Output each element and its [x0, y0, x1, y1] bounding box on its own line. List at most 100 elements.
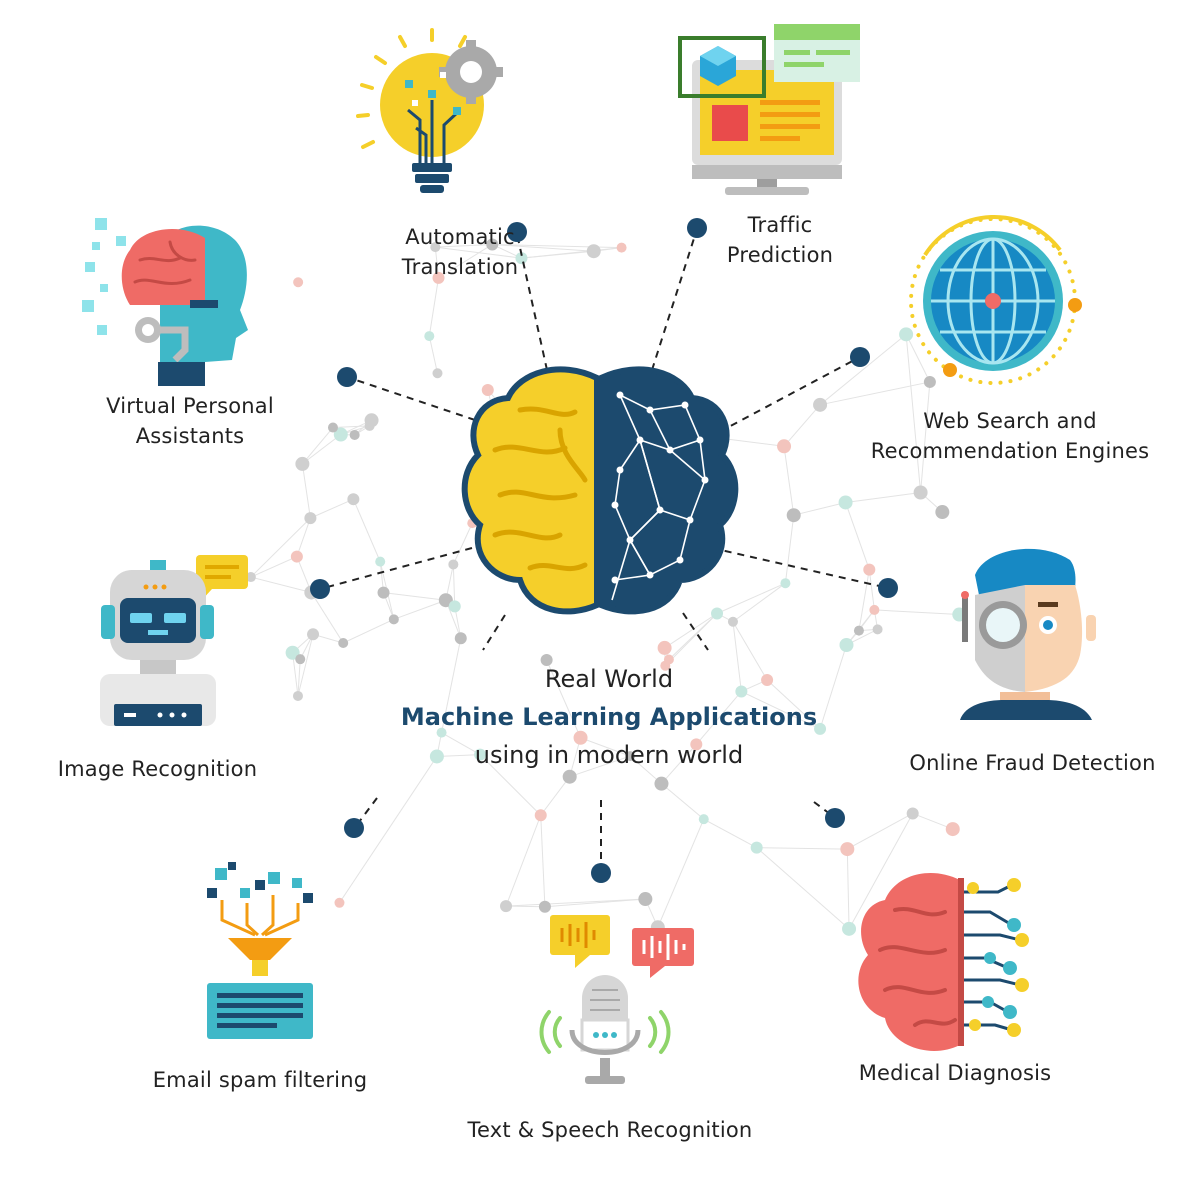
mesh-line: [428, 277, 440, 337]
label-web-search: Web Search and Recommendation Engines: [855, 406, 1165, 466]
mesh-dot: [839, 637, 854, 652]
node-dot: [878, 578, 898, 598]
mesh-dot: [290, 550, 303, 563]
mesh-line: [250, 517, 311, 578]
mesh-dot: [375, 556, 386, 567]
label-line: Prediction: [726, 243, 834, 267]
mesh-dot: [430, 242, 441, 253]
mesh-dot: [899, 327, 914, 342]
mesh-dot: [307, 628, 320, 641]
mesh-dot: [698, 814, 709, 825]
mesh-dot: [869, 604, 880, 615]
mesh-dot: [935, 505, 950, 520]
mesh-dot: [347, 493, 360, 506]
mesh-dot: [285, 645, 300, 660]
mesh-dot: [562, 769, 577, 784]
mesh-dot: [540, 654, 553, 667]
mesh-line: [342, 618, 395, 644]
mesh-line: [479, 754, 542, 816]
mesh-dot: [735, 685, 748, 698]
mesh-line: [569, 755, 631, 778]
mesh-line: [452, 522, 473, 565]
mesh-line: [732, 621, 768, 681]
mesh-dot: [432, 368, 443, 379]
lightbulb-gear-icon: [356, 28, 503, 193]
mesh-dot: [586, 244, 601, 259]
mesh-line: [352, 498, 381, 562]
microphone-icon: [539, 915, 694, 1084]
mesh-dot: [625, 751, 636, 762]
mesh-line: [540, 815, 546, 907]
mesh-dot: [424, 331, 435, 342]
mesh-dot: [500, 900, 513, 913]
mesh-dot: [377, 586, 390, 599]
data-funnel-icon: [207, 862, 313, 1039]
robot-head-brain-icon: [82, 218, 248, 386]
mesh-line: [845, 502, 870, 570]
node-dot: [344, 818, 364, 838]
brain-icon: [461, 366, 739, 615]
mesh-line: [741, 691, 821, 730]
mesh-dot: [840, 842, 855, 857]
mesh-line: [732, 621, 742, 692]
mesh-dot: [872, 624, 883, 635]
mesh-line: [310, 498, 354, 519]
mesh-line: [695, 691, 742, 745]
mesh-line: [302, 434, 342, 465]
robot-icon: [100, 555, 248, 726]
mesh-dot: [750, 841, 763, 854]
label-line: Web Search and: [923, 409, 1097, 433]
mesh-line: [912, 812, 953, 830]
mesh-line: [819, 333, 907, 406]
mesh-line: [716, 582, 786, 614]
mesh-line: [920, 381, 931, 493]
mesh-dot: [327, 422, 338, 433]
mesh-dot: [786, 508, 801, 523]
mesh-line: [819, 381, 930, 406]
label-online-fraud-detection: Online Fraud Detection: [909, 751, 1156, 775]
mesh-line: [661, 744, 697, 784]
mesh-dot: [349, 429, 360, 440]
mesh-dot: [534, 809, 547, 822]
globe-icon: [909, 215, 1082, 385]
mesh-dot: [292, 690, 303, 701]
monitor-dashboard-icon: [678, 24, 860, 195]
mesh-dot: [853, 625, 864, 636]
mesh-dot: [295, 456, 310, 471]
mesh-line: [580, 737, 631, 757]
node-dot: [850, 347, 870, 367]
mesh-dot: [777, 439, 792, 454]
mesh-line: [874, 609, 960, 616]
mesh-dot: [432, 271, 445, 284]
mesh-dot: [448, 559, 459, 570]
mesh-line: [339, 756, 438, 904]
mesh-dot: [388, 614, 399, 625]
mesh-line: [435, 246, 522, 259]
node-dot: [591, 863, 611, 883]
mesh-line: [297, 634, 314, 697]
mesh-line: [783, 404, 821, 447]
mesh-line: [783, 446, 795, 516]
mesh-line: [766, 679, 821, 730]
mesh-line: [819, 644, 847, 730]
mesh-line: [546, 659, 582, 738]
mesh-dot: [573, 730, 588, 745]
label-text-speech-recognition: Text & Speech Recognition: [467, 1118, 753, 1142]
center-title-line1: Real World: [544, 665, 674, 693]
label-line: Virtual Personal: [106, 394, 274, 418]
mesh-dot: [813, 397, 828, 412]
mesh-line: [492, 243, 594, 252]
mesh-dot: [814, 722, 827, 735]
label-traffic-prediction: Traffic Prediction: [670, 210, 890, 270]
mesh-line: [756, 847, 848, 850]
mesh-dot: [923, 375, 936, 388]
mesh-line: [332, 425, 370, 429]
label-automatic-translation: Automatic Translation: [350, 222, 570, 282]
mesh-line: [292, 652, 299, 697]
mesh-line: [436, 754, 481, 757]
mesh-dot: [364, 420, 375, 431]
mesh-line: [540, 776, 571, 816]
mesh-line: [661, 783, 705, 820]
mesh-dot: [436, 727, 447, 738]
